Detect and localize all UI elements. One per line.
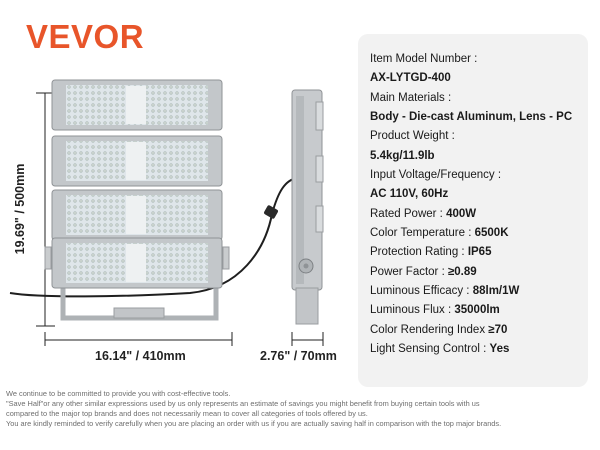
spec-voltage-label: Input Voltage/Frequency : [370,169,502,181]
spec-power-factor: Power Factor : ≥0.89 [370,266,477,278]
width-label: 16.14" / 410mm [95,349,186,363]
power-cable [9,177,298,298]
spec-luminous-flux: Luminous Flux : 35000lm [370,304,500,316]
led-module-4 [51,237,223,289]
depth-label: 2.76" / 70mm [260,349,337,363]
specifications-panel: Item Model Number : AX-LYTGD-400 Main Ma… [358,34,588,387]
spec-voltage-value: AC 110V, 60Hz [370,188,449,200]
spec-rated-power: Rated Power : 400W [370,208,477,220]
spec-protection-rating: Protection Rating : IP65 [370,246,492,258]
led-module-2 [51,135,223,187]
disclaimer-line: compared to the major top brands and doe… [6,409,368,418]
disclaimer-line: We continue to be committed to provide y… [6,389,231,398]
disclaimer-line: "Save Half"or any other similar expressi… [6,399,480,408]
spec-materials-value: Body - Die-cast Aluminum, Lens - PC [370,111,573,123]
mounting-bracket [44,246,230,321]
spec-model-label: Item Model Number : [370,53,478,65]
led-module-3 [51,189,223,241]
led-module-1 [51,79,223,131]
vevor-logo: VEVOR [26,18,145,55]
spec-luminous-efficacy: Luminous Efficacy : 88lm/1W [370,285,520,297]
side-view [291,89,324,325]
spec-color-temperature: Color Temperature : 6500K [370,227,509,239]
width-dimension-line [44,332,233,346]
spec-color-rendering-index: Color Rendering Index ≥70 [370,324,508,336]
cable-connector [264,205,278,219]
depth-dimension-line [291,332,324,346]
spec-light-sensing-control: Light Sensing Control : Yes [370,343,510,355]
spec-materials-label: Main Materials : [370,92,452,104]
spec-model-value: AX-LYTGD-400 [370,72,451,84]
disclaimer-text: We continue to be committed to provide y… [6,389,598,429]
spec-weight-value: 5.4kg/11.9lb [370,150,435,162]
height-label: 19.69" / 500mm [13,163,27,255]
spec-weight-label: Product Weight : [370,130,455,142]
disclaimer-line: You are kindly reminded to verify carefu… [6,419,502,428]
